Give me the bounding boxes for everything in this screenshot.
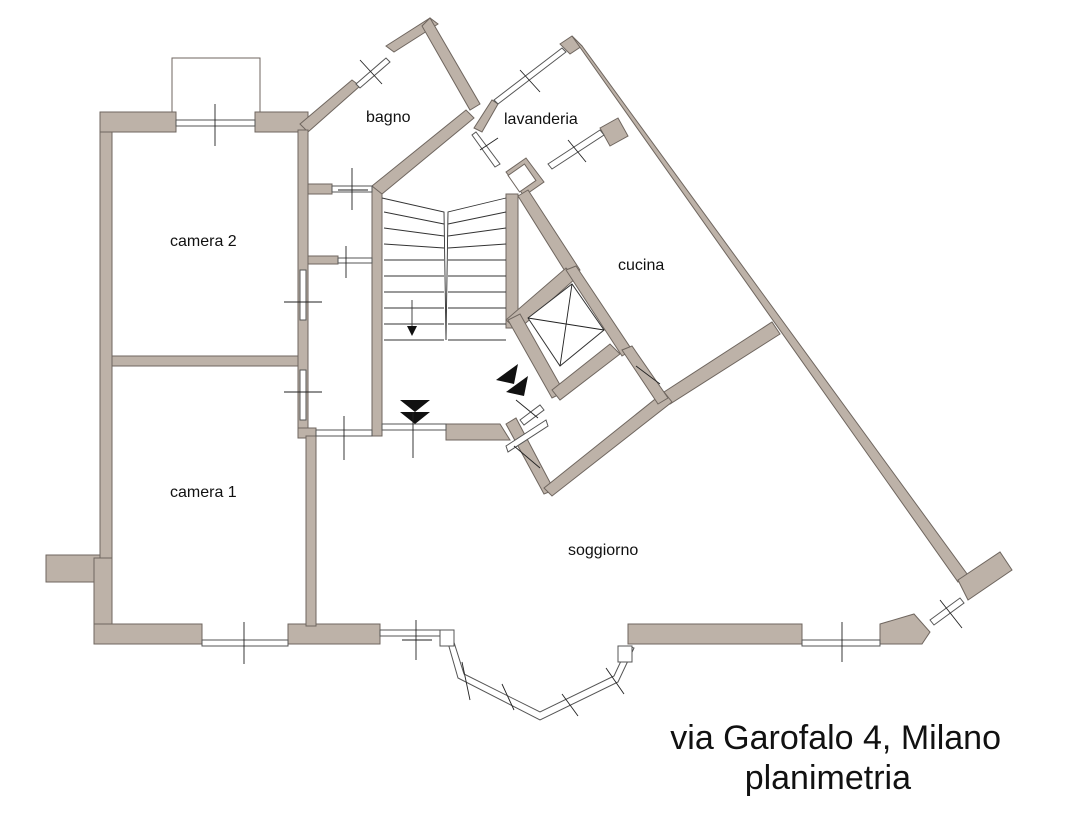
outer-walls <box>45 17 1013 645</box>
staircase <box>381 197 507 341</box>
room-label-lavanderia: lavanderia <box>504 111 578 128</box>
plan-subtitle: planimetria <box>744 759 911 797</box>
room-label-camera-2: camera 2 <box>170 233 237 250</box>
inner-walls <box>111 99 781 627</box>
entrance-arrow-icon <box>400 400 430 424</box>
balcony-outline <box>171 57 261 123</box>
room-label-bagno: bagno <box>366 109 411 126</box>
room-label-camera-1: camera 1 <box>170 484 237 501</box>
room-label-cucina: cucina <box>618 257 664 274</box>
entrance-arrow-icon <box>496 364 528 396</box>
room-label-soggiorno: soggiorno <box>568 542 638 559</box>
address-caption: via Garofalo 4, Milano <box>670 719 1001 757</box>
lift-shaft <box>527 283 605 367</box>
opening-ticks <box>214 59 963 717</box>
chimney-shaft <box>507 163 537 193</box>
